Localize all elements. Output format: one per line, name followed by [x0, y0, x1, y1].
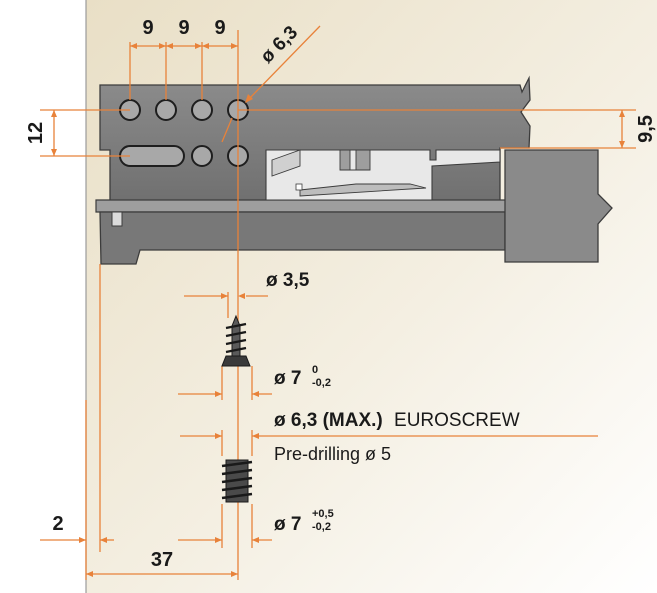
screw-head-tol: -0,2: [312, 377, 331, 389]
hole-offset-label: 9,5: [635, 115, 657, 143]
row-spacing-label: 12: [25, 122, 47, 144]
hole-pitch-label-2: 9: [178, 17, 189, 39]
hole-pitch-label-3: 9: [214, 17, 225, 39]
wood-screw: [221, 314, 251, 367]
wall-gap-label: 2: [52, 513, 63, 535]
screw-shank-label: ø 3,5: [266, 270, 310, 291]
dimension-lines: [40, 25, 636, 580]
euro-head-label: ø 7: [274, 514, 301, 535]
screw-head-tol-upper: 0: [312, 364, 318, 376]
predrilling-label: Pre-drilling ø 5: [274, 444, 391, 464]
euroscrew: [221, 459, 253, 503]
euroscrew-label: ø 6,3 (MAX.) EUROSCREW: [274, 410, 520, 431]
setback-label: 37: [151, 549, 173, 571]
euro-head-tol-lower: -0,2: [312, 521, 331, 533]
euro-head-tol-upper: +0,5: [312, 508, 334, 520]
screw-head-label: ø 7: [274, 368, 301, 389]
hole-pitch-label-1: 9: [142, 17, 153, 39]
